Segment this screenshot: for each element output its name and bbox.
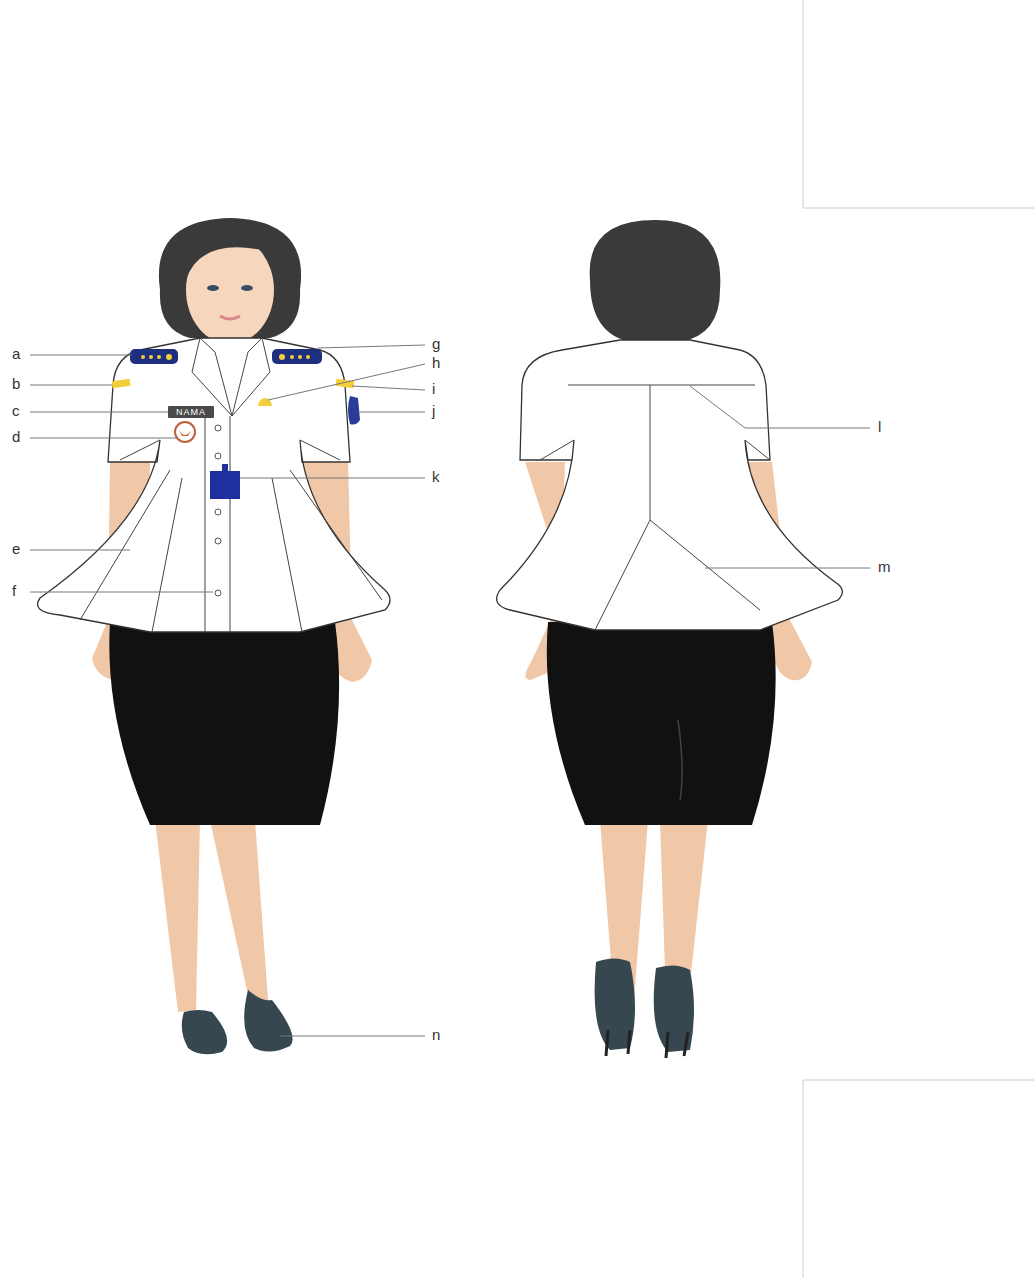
callout-letter: f — [12, 582, 16, 600]
leader-line — [268, 364, 425, 400]
lapel — [192, 338, 232, 416]
callout-letter: h — [432, 354, 440, 372]
button — [215, 453, 221, 459]
id-card — [210, 471, 240, 499]
button — [215, 509, 221, 515]
callout-letter: j — [432, 402, 435, 420]
seam — [80, 470, 382, 632]
button — [215, 590, 221, 596]
sleeve-patch — [348, 396, 360, 425]
sleeve-edge — [120, 440, 340, 460]
front-figure — [38, 218, 391, 1054]
button — [215, 425, 221, 431]
shoe — [244, 990, 292, 1052]
leader-line — [352, 386, 425, 390]
leader-line — [30, 550, 130, 551]
leader-line — [30, 355, 132, 356]
callout-letter: d — [12, 428, 20, 446]
sleeve-stripe — [112, 379, 131, 388]
badge-emblem — [179, 430, 191, 436]
eye — [207, 285, 219, 291]
shirt — [497, 340, 843, 630]
back-seam — [650, 385, 651, 520]
button — [215, 538, 221, 544]
shirt-seams — [540, 385, 770, 630]
heel — [606, 1030, 688, 1058]
leg — [155, 820, 200, 1012]
leader-line — [30, 412, 168, 413]
back-pleat — [595, 520, 760, 630]
skirt — [109, 622, 339, 825]
epaulet-stars — [141, 354, 310, 360]
badge — [175, 422, 195, 442]
back-figure — [497, 220, 843, 1058]
star — [279, 354, 285, 360]
leader-line — [318, 345, 425, 348]
star — [290, 355, 294, 359]
callout-letter: n — [432, 1026, 440, 1044]
eye — [241, 285, 253, 291]
frame-lines — [803, 0, 1034, 1278]
frame-line — [803, 1080, 1034, 1278]
name-tag: NAMA — [168, 406, 214, 418]
leg — [210, 820, 268, 1004]
shirt — [38, 338, 391, 632]
callout-letter: a — [12, 345, 20, 363]
star — [157, 355, 161, 359]
shoe — [182, 1010, 227, 1054]
placket — [205, 412, 230, 632]
leader-line — [30, 438, 177, 439]
callout-letter: l — [878, 418, 881, 436]
hair — [590, 220, 721, 342]
epaulet — [272, 349, 322, 364]
skirt-slit — [678, 720, 682, 800]
leader-line — [240, 478, 425, 479]
callout-letter: e — [12, 540, 20, 558]
leader-line — [30, 592, 213, 593]
leader-line — [30, 385, 112, 386]
callout-letter: c — [12, 402, 20, 420]
leader-lines — [30, 345, 870, 1036]
sleeve-edge — [540, 440, 770, 460]
star — [298, 355, 302, 359]
buttons — [215, 425, 221, 596]
frame-line — [803, 0, 1034, 208]
mouth — [220, 316, 240, 319]
leader-line — [358, 412, 425, 413]
leader-line — [705, 568, 870, 569]
epaulet — [130, 349, 178, 364]
star — [141, 355, 145, 359]
star — [166, 354, 172, 360]
skirt — [547, 622, 776, 825]
id-clip — [222, 464, 228, 472]
leader-line — [280, 1036, 425, 1037]
shirt-seams — [80, 338, 382, 632]
name-text: NAMA — [168, 406, 214, 418]
callout-letter: b — [12, 375, 20, 393]
star — [306, 355, 310, 359]
callout-letter: i — [432, 380, 435, 398]
callout-letter: k — [432, 468, 440, 486]
callout-letter: g — [432, 335, 440, 353]
yoke-seam — [568, 385, 755, 386]
fringe — [186, 232, 262, 280]
callout-letter: m — [878, 558, 891, 576]
leader-line — [690, 386, 870, 428]
star — [149, 355, 153, 359]
